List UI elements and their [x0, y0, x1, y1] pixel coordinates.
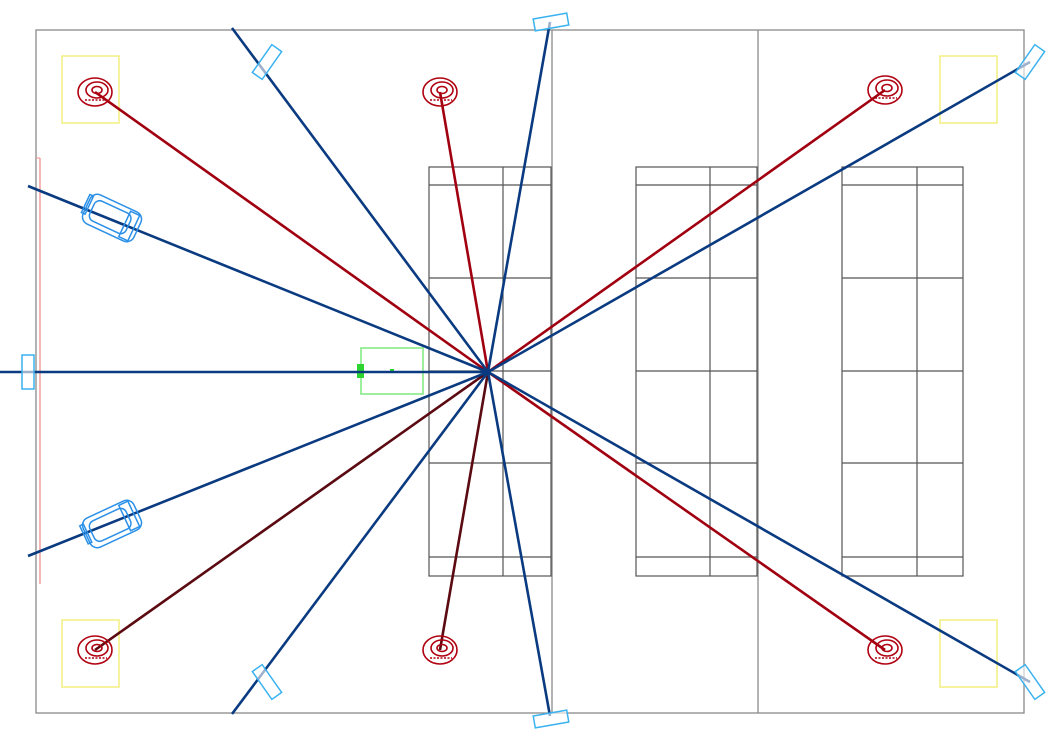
- sensor-ray: [486, 21, 552, 373]
- zone-box: [939, 619, 998, 688]
- table: [635, 166, 758, 577]
- sensor-icon[interactable]: [251, 43, 283, 81]
- sensor-ray: [27, 370, 489, 558]
- sensor-ray: [487, 60, 1031, 374]
- ceiling-speaker-icon[interactable]: [867, 75, 903, 105]
- ceiling-speaker-icon[interactable]: [867, 635, 903, 665]
- sensor-ray: [230, 27, 490, 373]
- sensor-ray: [230, 371, 490, 715]
- ceiling-speaker-icon[interactable]: [77, 77, 113, 107]
- zone-box: [61, 619, 120, 688]
- sensor-ray: [486, 371, 552, 717]
- ceiling-speaker-icon[interactable]: [422, 77, 458, 107]
- floor-speaker-icon[interactable]: [78, 498, 144, 552]
- sensor-ray: [27, 184, 489, 374]
- sensor-icon[interactable]: [1014, 663, 1046, 701]
- speaker-ray: [487, 370, 886, 652]
- sensor-icon[interactable]: [1014, 43, 1046, 81]
- speaker-ray: [94, 90, 489, 374]
- sensor-icon[interactable]: [251, 663, 283, 701]
- zone-box: [939, 55, 998, 124]
- ceiling-speaker-icon[interactable]: [422, 635, 458, 665]
- table: [841, 166, 964, 577]
- floor-speaker-icon[interactable]: [78, 191, 144, 245]
- zone-box: [61, 55, 120, 124]
- sensor-icon[interactable]: [21, 354, 35, 390]
- speaker-ray: [487, 88, 886, 374]
- zone-boxes: [61, 55, 998, 688]
- sensor-icon[interactable]: [532, 12, 570, 32]
- sensor-ray: [487, 370, 1031, 684]
- sensor-icon[interactable]: [532, 709, 570, 729]
- speaker-ray: [94, 370, 489, 652]
- speaker-ray: [438, 91, 490, 373]
- ceiling-speaker-icon[interactable]: [77, 635, 113, 665]
- speaker-ray: [438, 371, 490, 651]
